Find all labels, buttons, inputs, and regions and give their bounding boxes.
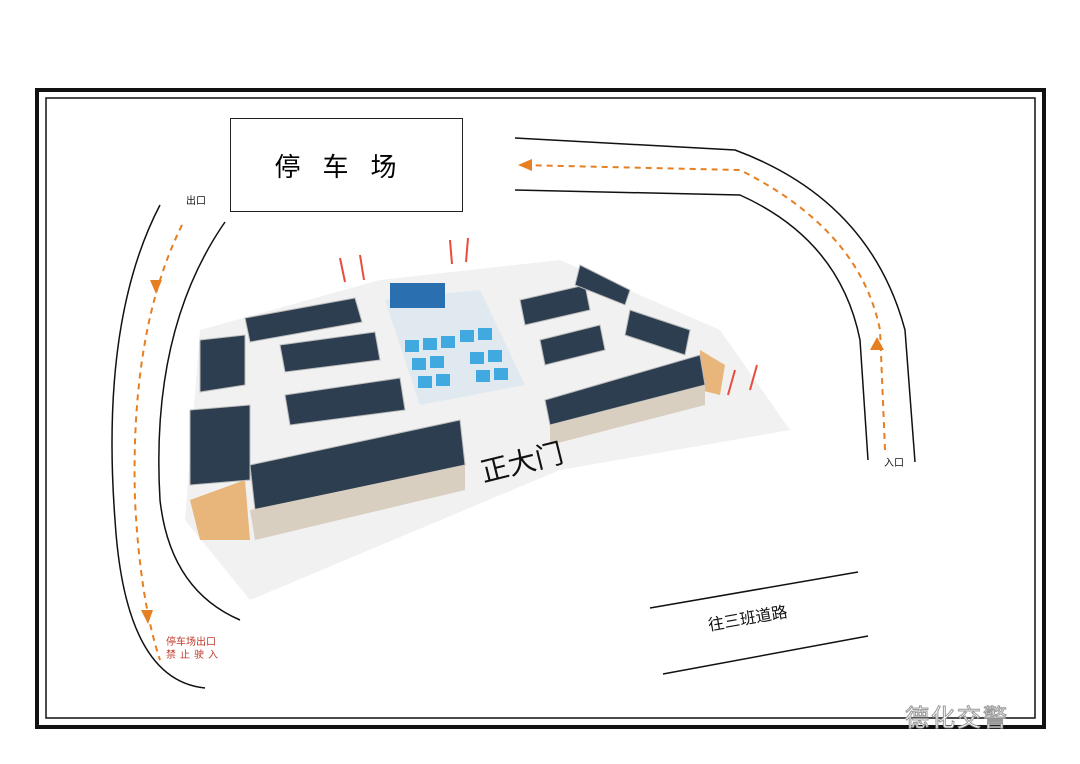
entrance-label: 入口 (884, 458, 904, 469)
left-road-inner (158, 221, 241, 621)
watermark: 德化交警 (905, 704, 1009, 733)
arrow-up-icon (870, 337, 884, 350)
building-complex (185, 237, 790, 600)
warning-line-2: 禁止驶入 (166, 650, 222, 661)
exit-route-dashed (133, 224, 183, 661)
warning-line-1: 停车场出口 (166, 637, 216, 648)
entry-route-dashed (519, 164, 886, 451)
left-road-outer (111, 204, 206, 689)
bottom-road-bottom (662, 635, 869, 675)
stage-screen (390, 283, 445, 308)
parking-lot-box: 停车场 (230, 118, 463, 212)
bottom-road-top (649, 571, 859, 609)
arrow-down-icon (141, 610, 153, 624)
inner-frame (45, 97, 1036, 719)
parking-lot-label: 停车场 (274, 152, 419, 183)
outer-frame (35, 88, 1046, 729)
parking-exit-warning: 停车场出口 禁止驶入 (166, 636, 222, 662)
right-road-inner (514, 189, 869, 461)
arrow-left-icon (518, 159, 532, 171)
arrow-down-icon (150, 280, 162, 294)
right-road-outer (514, 137, 916, 463)
exit-label: 出口 (186, 196, 206, 207)
